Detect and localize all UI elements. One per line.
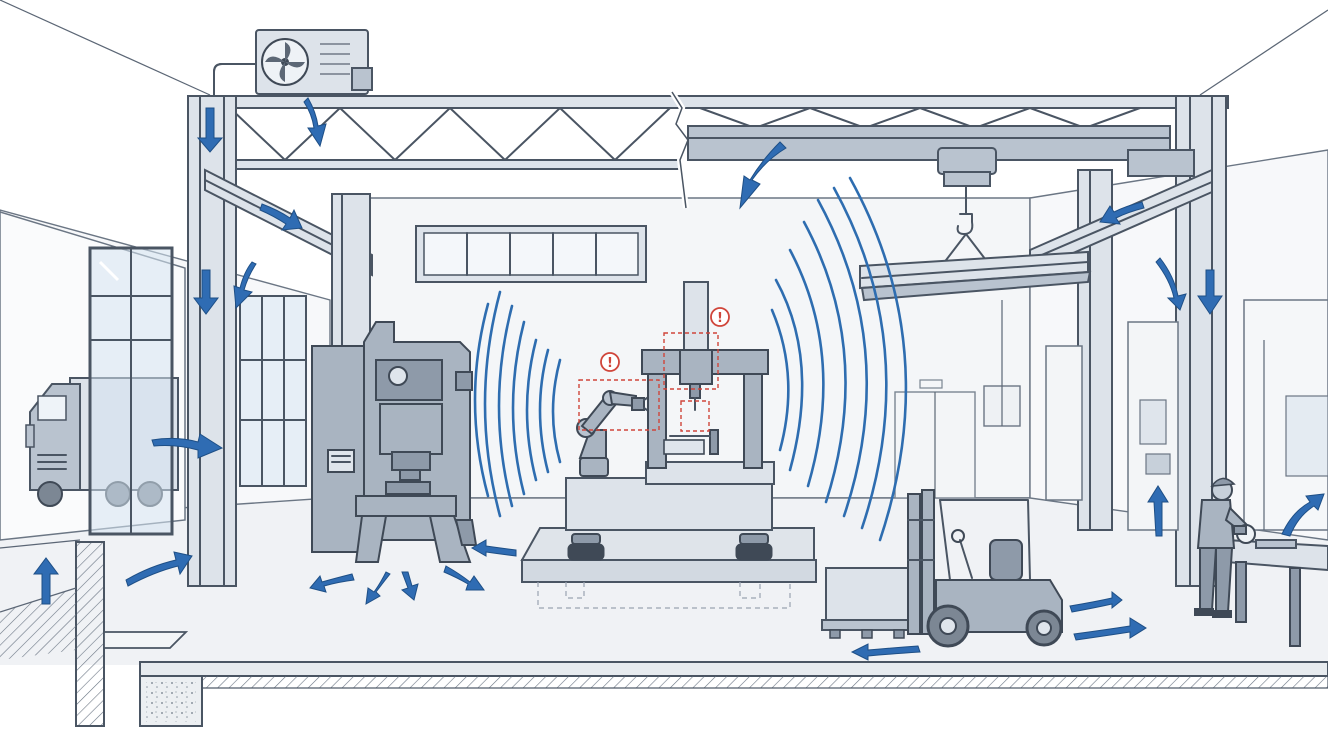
robot-arm — [576, 390, 651, 477]
forklift — [821, 489, 1063, 648]
vibration-waves-left — [473, 290, 562, 518]
alert-symbol: ! — [607, 356, 613, 371]
workbench — [1225, 538, 1328, 647]
alert-symbol: ! — [717, 311, 723, 326]
worker — [1194, 477, 1256, 618]
roof-truss — [187, 90, 1229, 209]
stamping-press — [311, 321, 478, 563]
alert-markers: ! ! — [578, 307, 730, 432]
airflow-arrows — [33, 97, 1325, 661]
measuring-machine — [520, 281, 817, 609]
electrical-panel — [983, 300, 1021, 427]
clerestory-window — [415, 225, 647, 283]
blue-flow-arrow-icon — [33, 97, 1325, 661]
fan-icon — [261, 38, 309, 86]
side-window — [239, 295, 307, 487]
exclamation-circle-icon: ! — [600, 352, 620, 372]
right-workshop — [1045, 299, 1328, 531]
loading-bay-window — [88, 246, 174, 536]
overhead-crane — [937, 147, 997, 269]
exclamation-circle-icon: ! — [710, 307, 730, 327]
foundation — [0, 541, 1328, 727]
vibration-waves-right — [770, 176, 908, 542]
hvac-unit — [213, 29, 373, 97]
suspended-beam — [859, 250, 1092, 302]
